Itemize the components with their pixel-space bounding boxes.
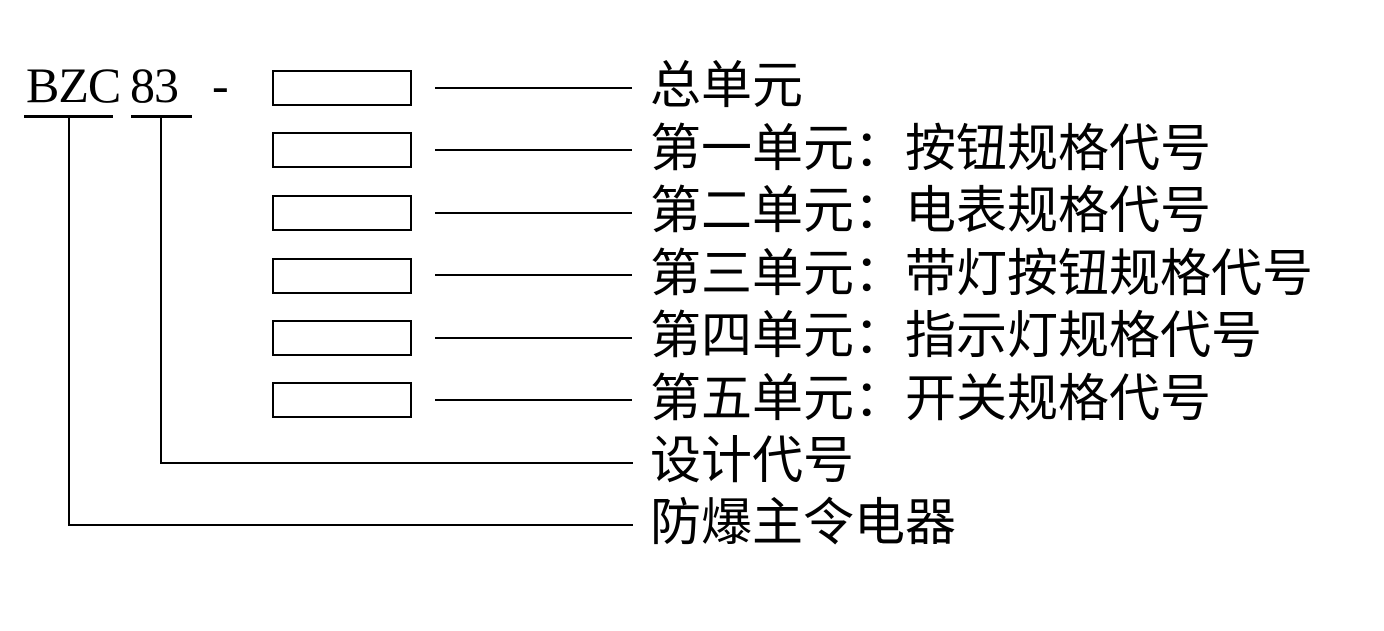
unit-label: 第三单元：带灯按钮规格代号 [650,247,1314,303]
leader-line [435,149,632,151]
design-code-connector-horizontal [160,462,633,464]
leader-line [435,274,632,276]
unit-code-box [272,132,412,168]
model-series-code: BZC [26,57,121,113]
unit-label: 第四单元：指示灯规格代号 [650,309,1263,365]
leader-line [435,87,632,89]
product-name-connector-horizontal [68,524,633,526]
design-code-label: 设计代号 [650,434,855,490]
unit-label: 总单元 [650,59,804,115]
unit-label: 第一单元：按钮规格代号 [650,122,1212,178]
series-code-underline [24,115,113,118]
leader-line [435,399,632,401]
model-design-number: 83 [130,57,179,113]
design-number-underline [131,115,192,118]
unit-label: 第二单元：电表规格代号 [650,184,1212,240]
leader-line [435,337,632,339]
unit-code-box [272,320,412,356]
unit-code-box [272,70,412,106]
product-name-connector-vertical [68,118,70,524]
leader-line [435,212,632,214]
design-code-connector-vertical [160,118,162,462]
unit-code-box [272,382,412,418]
unit-label: 第五单元：开关规格代号 [650,372,1212,428]
dash-separator: - [212,57,229,113]
unit-code-box [272,195,412,231]
unit-code-box [272,258,412,294]
product-name-label: 防爆主令电器 [650,496,957,552]
